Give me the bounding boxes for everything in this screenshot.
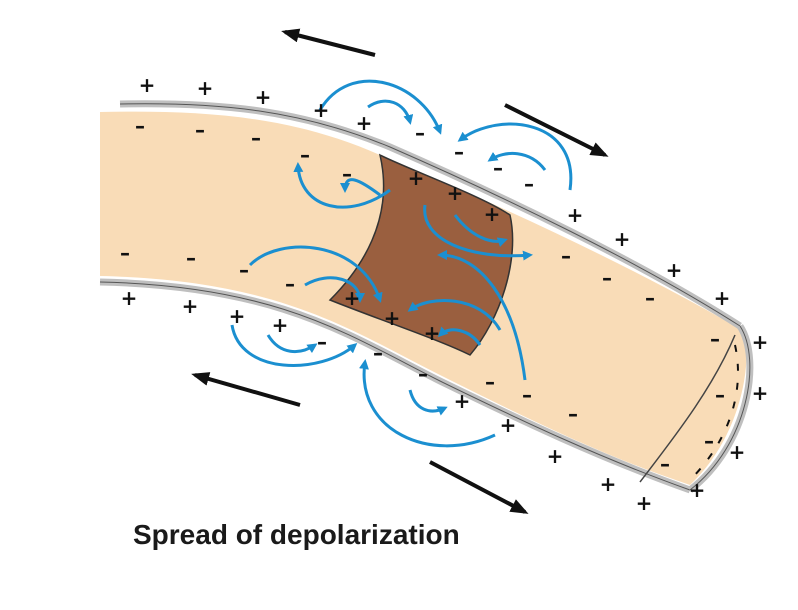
negative-charge-sign: –: [186, 246, 196, 270]
current-arrow: [318, 79, 443, 135]
positive-charge-sign: +: [689, 478, 706, 502]
positive-charge-sign: +: [424, 321, 441, 345]
current-arrow: [367, 99, 414, 125]
negative-charge-sign: –: [645, 286, 655, 310]
positive-charge-sign: +: [752, 330, 769, 354]
negative-charge-sign: –: [285, 272, 295, 296]
negative-charge-sign: –: [454, 140, 464, 164]
negative-charge-sign: –: [300, 143, 310, 167]
negative-charge-sign: –: [239, 258, 249, 282]
current-arrow: [408, 389, 448, 416]
positive-charge-sign: +: [752, 381, 769, 405]
current-arrow: [359, 359, 496, 448]
figure-caption: Spread of depolarization: [133, 519, 460, 550]
negative-charge-sign: –: [342, 162, 352, 186]
positive-charge-sign: +: [356, 111, 373, 135]
propagation-arrow: [429, 460, 529, 514]
current-arrow: [304, 276, 365, 303]
negative-charge-sign: –: [660, 452, 670, 476]
propagation-arrow: [504, 103, 609, 157]
current-arrow: [423, 204, 533, 261]
positive-charge-sign: +: [447, 181, 464, 205]
current-arrow: [437, 326, 482, 346]
current-arrow: [248, 245, 383, 303]
positive-charge-sign: +: [454, 389, 471, 413]
negative-charge-sign: –: [704, 429, 714, 453]
positive-charge-sign: +: [729, 440, 746, 464]
negative-charge-sign: –: [195, 118, 205, 142]
positive-charge-sign: +: [666, 258, 683, 282]
negative-charge-sign: –: [715, 383, 725, 407]
negative-charge-sign: –: [522, 383, 532, 407]
current-arrow: [230, 324, 358, 367]
negative-charge-sign: –: [120, 241, 130, 265]
positive-charge-sign: +: [121, 286, 138, 310]
current-arrow: [293, 162, 391, 209]
negative-charge-sign: –: [317, 330, 327, 354]
propagation-arrow: [191, 372, 301, 407]
negative-charge-sign: –: [485, 370, 495, 394]
current-arrow: [453, 214, 508, 247]
current-arrow: [457, 122, 573, 191]
current-arrow: [340, 178, 381, 197]
charge-signs: ++++++++++++++++++++++++++++––––––––––––…: [120, 73, 768, 515]
negative-charge-sign: –: [373, 341, 383, 365]
current-arrow: [407, 299, 502, 331]
negative-charge-sign: –: [524, 172, 534, 196]
negative-charge-sign: –: [568, 402, 578, 426]
positive-charge-sign: +: [600, 472, 617, 496]
positive-charge-sign: +: [344, 286, 361, 310]
positive-charge-sign: +: [547, 444, 564, 468]
positive-charge-sign: +: [255, 85, 272, 109]
propagation-arrow: [281, 28, 376, 57]
negative-charge-sign: –: [418, 362, 428, 386]
positive-charge-sign: +: [272, 313, 289, 337]
negative-charge-sign: –: [251, 126, 261, 150]
positive-charge-sign: +: [500, 413, 517, 437]
negative-charge-sign: –: [561, 244, 571, 268]
positive-charge-sign: +: [714, 286, 731, 310]
positive-charge-sign: +: [139, 73, 156, 97]
current-arrow: [487, 151, 547, 171]
negative-charge-sign: –: [493, 156, 503, 180]
positive-charge-sign: +: [484, 202, 501, 226]
positive-charge-sign: +: [197, 76, 214, 100]
negative-charge-sign: –: [135, 114, 145, 138]
propagation-arrows: [191, 28, 609, 514]
local-current-arrows: [230, 79, 573, 448]
positive-charge-sign: +: [614, 227, 631, 251]
positive-charge-sign: +: [636, 491, 653, 515]
current-arrow: [266, 334, 318, 354]
positive-charge-sign: +: [384, 306, 401, 330]
negative-charge-sign: –: [602, 266, 612, 290]
axon-end-cross-section: [639, 334, 736, 483]
negative-charge-sign: –: [710, 327, 720, 351]
positive-charge-sign: +: [408, 166, 425, 190]
positive-charge-sign: +: [567, 203, 584, 227]
positive-charge-sign: +: [313, 98, 330, 122]
current-arrow: [437, 250, 527, 381]
positive-charge-sign: +: [182, 294, 199, 318]
positive-charge-sign: +: [229, 304, 246, 328]
negative-charge-sign: –: [415, 121, 425, 145]
